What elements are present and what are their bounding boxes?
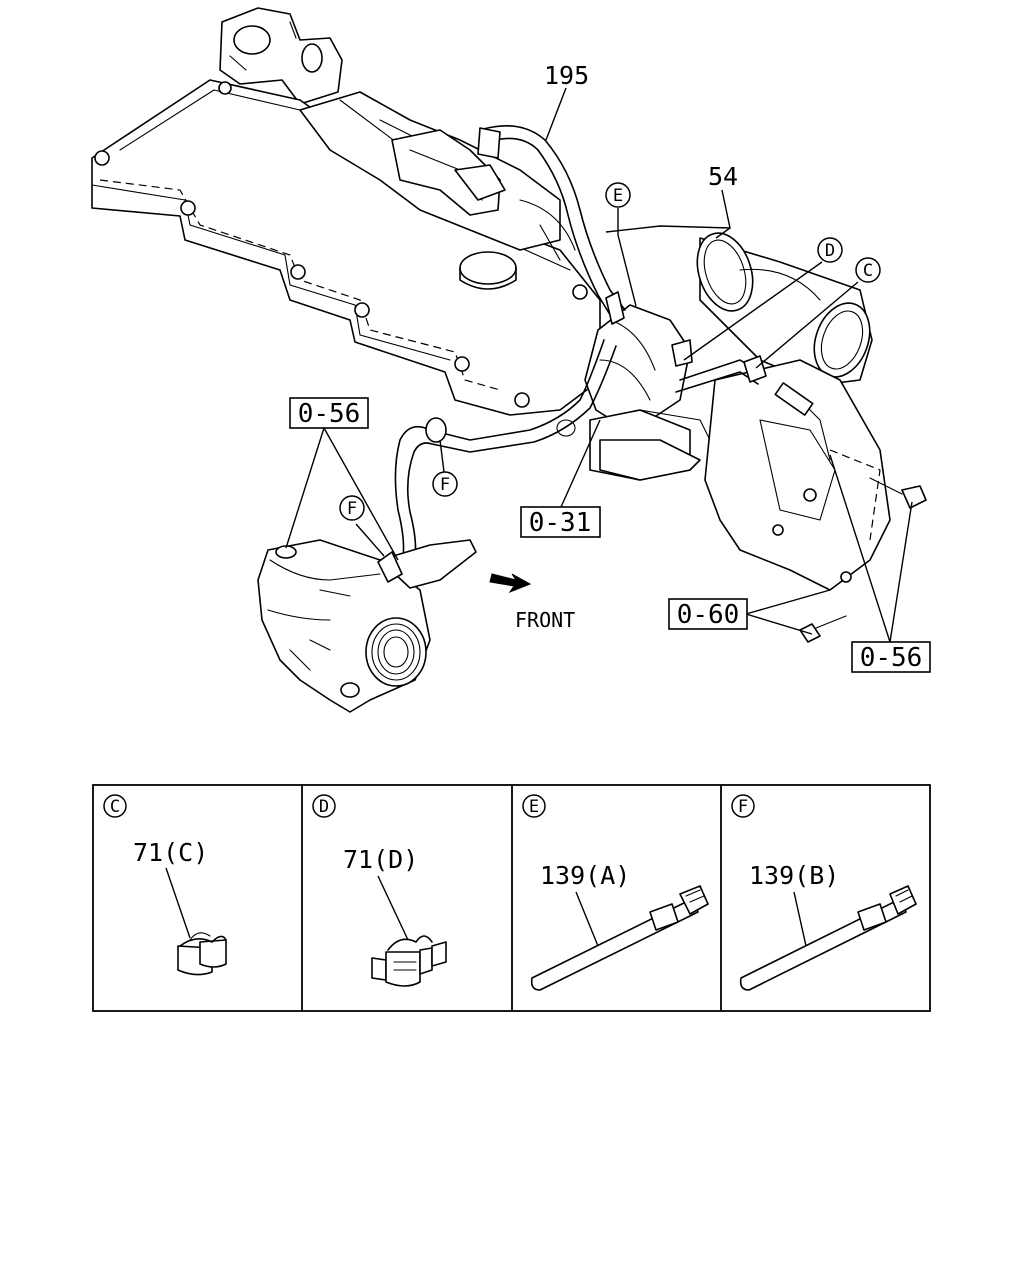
circle-callout-e: E [605,182,631,208]
detail-panel-e: E 139(A) [522,794,709,991]
circle-callout-c: C [855,257,881,283]
clip-c-location [743,355,767,383]
intake-pipe [696,232,873,386]
front-label: FRONT [515,608,575,632]
svg-text:D: D [825,241,835,261]
ref-box-056-right: 0-56 [851,641,931,673]
callout-labels: 195 54 E D C F F 0-56 0-31 [289,61,931,673]
svg-text:C: C [863,261,873,281]
svg-text:F: F [347,499,357,519]
upper-pipe-assembly [299,91,576,261]
cylinder-head-cover [91,79,601,416]
hose-195 [477,124,626,319]
detail-panels: C 71(C) D 71(D) [92,784,931,1012]
compressor [257,539,477,713]
clip-f-upper-location [425,417,447,443]
svg-text:F: F [440,475,450,495]
panel-f-part: 139(B) [749,861,839,890]
svg-text:0-60: 0-60 [677,600,740,630]
panel-f-letter: F [738,797,748,817]
panel-e-letter: E [529,797,539,817]
circle-callout-f-upper: F [432,471,458,497]
svg-text:0-56: 0-56 [860,643,923,673]
ref-box-056-left: 0-56 [289,397,369,429]
clip-71d-illustration [371,935,447,987]
circle-callout-f-lower: F [339,495,365,521]
cable-tie-139b-illustration [739,885,917,991]
mounting-bracket [704,359,891,591]
clip-71c-illustration [177,932,227,976]
detail-panel-d: D 71(D) [312,794,447,987]
front-arrow [489,573,532,594]
detail-panel-c: C 71(C) [103,794,227,976]
ref-box-031: 0-31 [520,506,601,538]
panel-e-part: 139(A) [540,861,630,890]
panel-d-part: 71(D) [343,845,418,874]
svg-text:E: E [613,186,623,206]
thermostat-housing [556,304,711,481]
engine-illustration [91,7,927,713]
cable-tie-139a-illustration [530,885,709,991]
bolt-right-upper [869,477,927,509]
manifold-flange [219,7,343,105]
panel-c-letter: C [110,797,120,817]
ref-box-060: 0-60 [668,598,748,630]
panel-d-letter: D [319,797,329,817]
label-54: 54 [708,162,738,191]
svg-text:0-31: 0-31 [529,508,592,538]
svg-text:0-56: 0-56 [298,399,361,429]
clip-e-location [605,291,625,325]
circle-callout-d: D [817,237,843,263]
detail-panel-f: F 139(B) [731,794,917,991]
leader-lines [285,87,913,643]
bolt-bottom [799,615,847,643]
panel-c-part: 71(C) [133,838,208,867]
label-195: 195 [544,61,589,90]
clip-d-location [671,339,693,367]
